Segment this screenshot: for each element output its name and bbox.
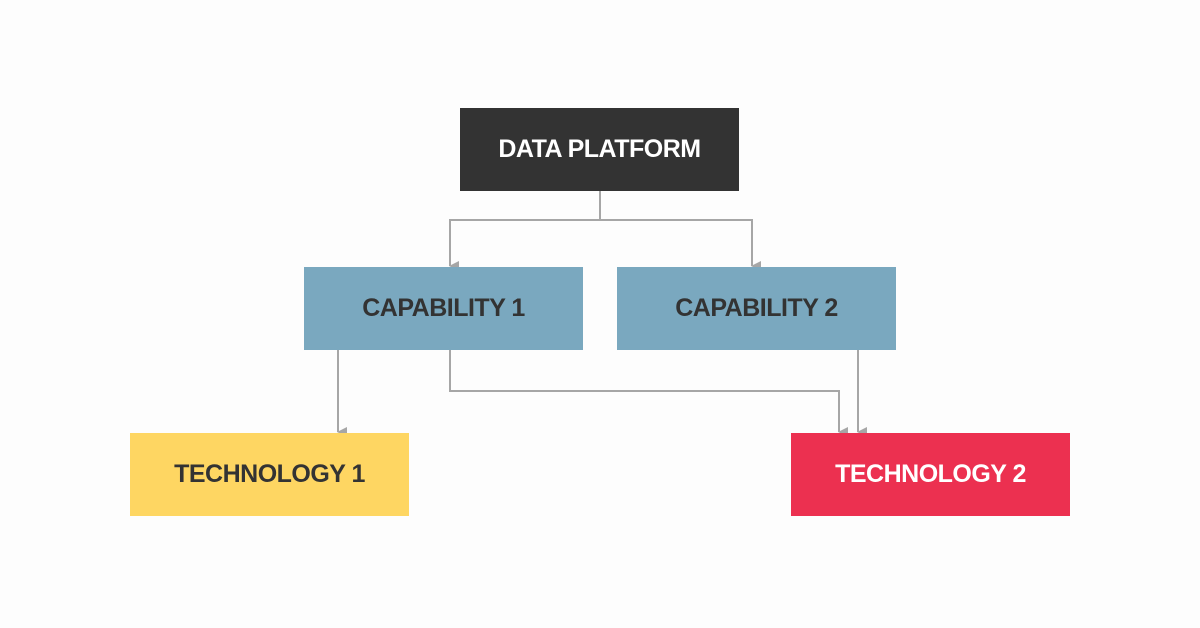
node-technology-2: TECHNOLOGY 2 [791,433,1070,516]
edge-data-platform-to-capability-1 [449,191,601,271]
node-technology-1: TECHNOLOGY 1 [130,433,409,516]
node-capability-1: CAPABILITY 1 [304,267,583,350]
node-capability-2: CAPABILITY 2 [617,267,896,350]
node-technology-2-label: TECHNOLOGY 2 [835,460,1026,488]
edge-data-platform-to-capability-2 [600,219,761,271]
node-capability-2-label: CAPABILITY 2 [675,294,838,322]
edge-capability-1-to-technology-2 [449,350,848,437]
node-capability-1-label: CAPABILITY 1 [362,294,525,322]
node-data-platform-label: DATA PLATFORM [498,135,701,163]
node-technology-1-label: TECHNOLOGY 1 [174,460,365,488]
node-data-platform: DATA PLATFORM [460,108,739,191]
